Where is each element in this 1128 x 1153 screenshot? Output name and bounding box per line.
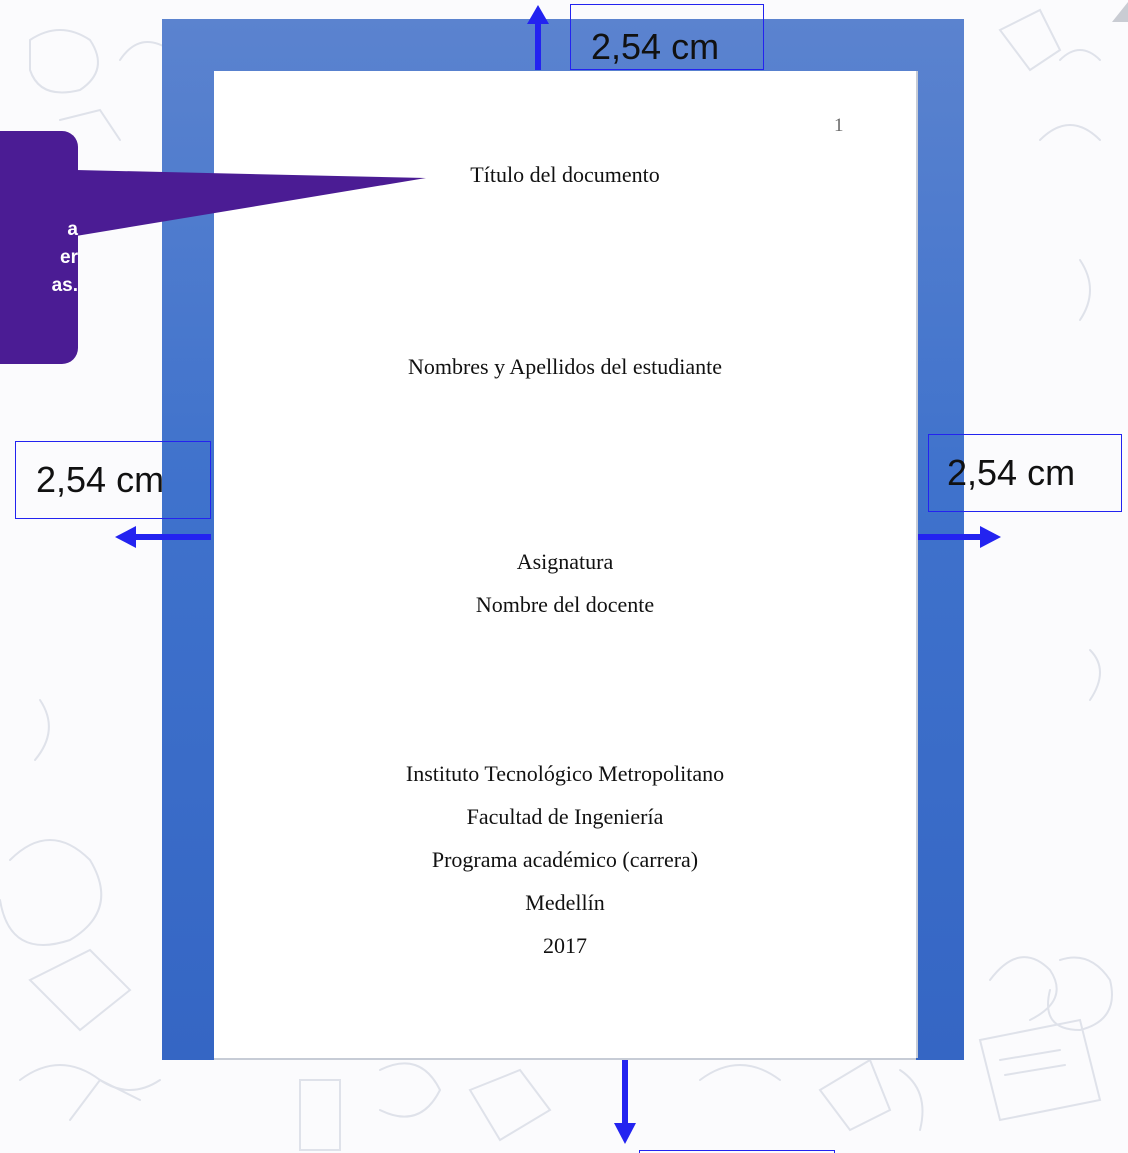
- right-margin-value: 2,54 cm: [947, 452, 1076, 493]
- program-name: Programa académico (carrera): [431, 847, 699, 872]
- faculty-name: Facultad de Ingeniería: [466, 804, 664, 829]
- city-name: Medellín: [525, 890, 605, 915]
- top-margin-label: 2,54 cm: [570, 4, 764, 70]
- year: 2017: [543, 933, 587, 958]
- top-margin-value: 2,54 cm: [591, 26, 720, 67]
- left-margin-value: 2,54 cm: [36, 459, 165, 500]
- document-page: 1 Título del documento Nombres y Apellid…: [214, 71, 916, 1058]
- left-margin-label: 2,54 cm: [15, 441, 211, 519]
- subject-name: Asignatura: [516, 549, 614, 574]
- institution-name: Instituto Tecnológico Metropolitano: [405, 761, 725, 786]
- right-margin-label: 2,54 cm: [928, 434, 1122, 512]
- document-title: Título del documento: [470, 162, 660, 187]
- bottom-margin-label: [639, 1150, 835, 1153]
- teacher-name: Nombre del docente: [475, 592, 655, 617]
- page-number: 1: [834, 115, 844, 136]
- callout-bubble: a er as.: [0, 131, 78, 364]
- student-name: Nombres y Apellidos del estudiante: [407, 354, 723, 379]
- callout-text: a er as.: [51, 219, 78, 296]
- corner-triangle-icon: [1112, 2, 1128, 22]
